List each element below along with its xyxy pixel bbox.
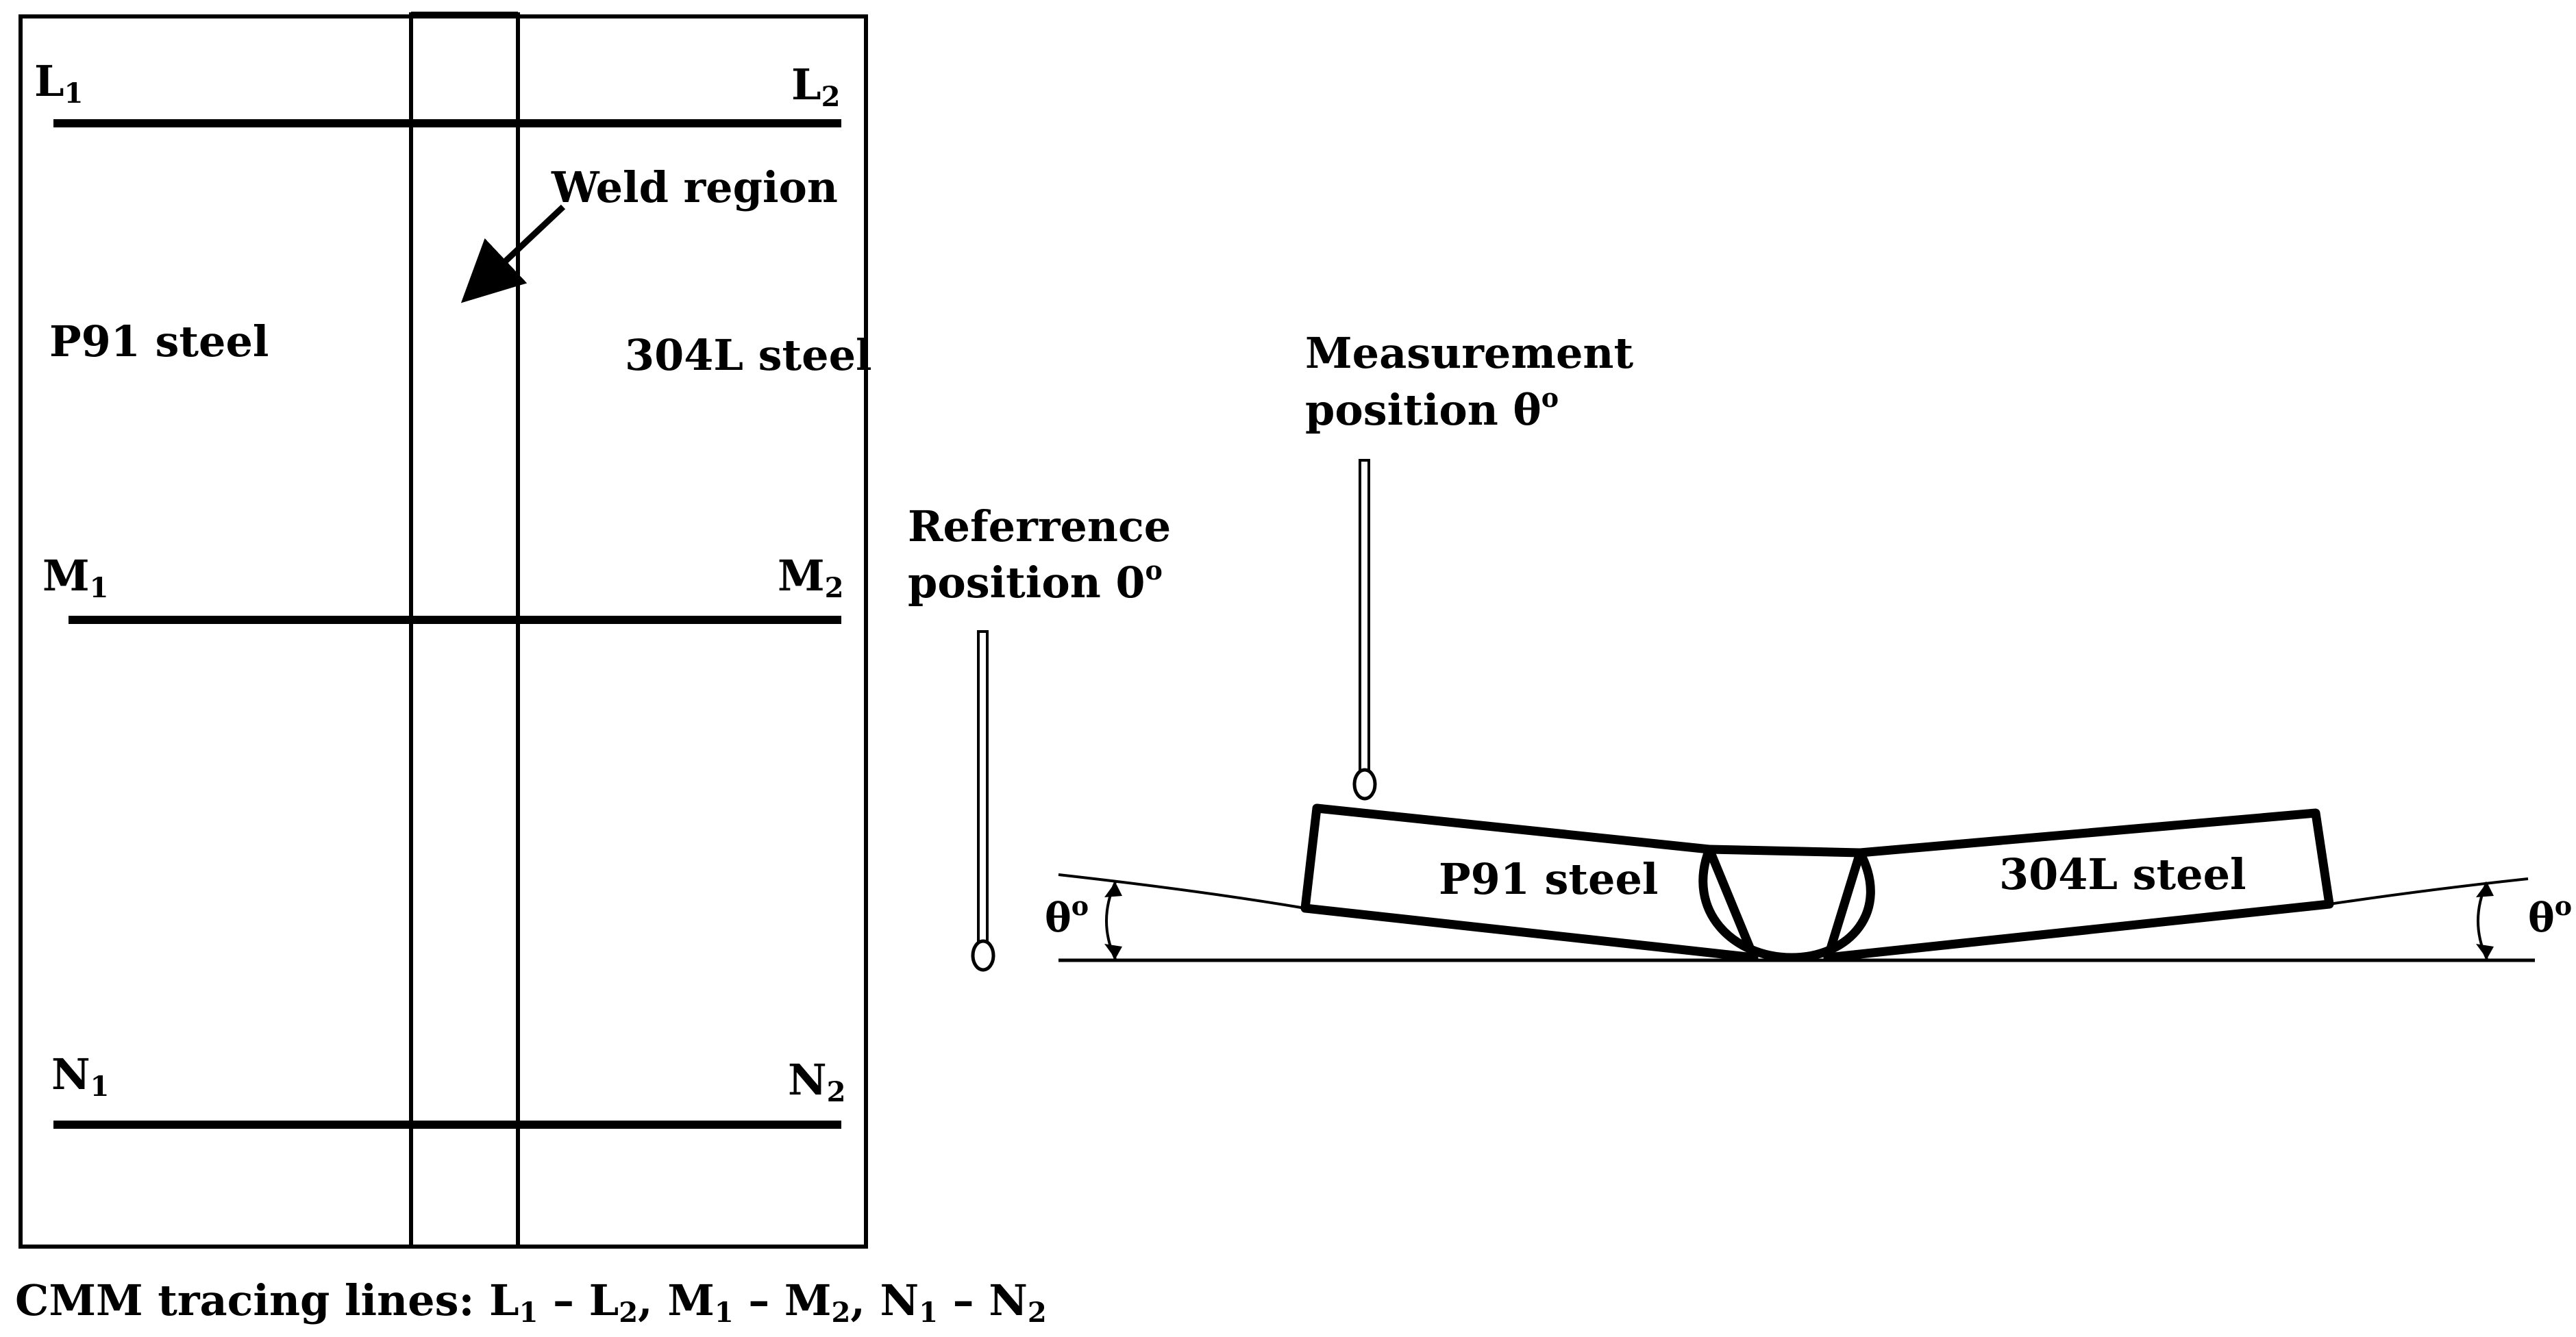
plate-outline	[18, 14, 868, 1249]
measurement-label-line1: Measurement	[1305, 328, 1633, 378]
reference-probe-tip	[971, 939, 995, 972]
right-slope-line	[2329, 877, 2529, 905]
side-view: P91 steel 304L steel θo θo Referrence po…	[908, 328, 2572, 972]
p91-plate	[1300, 803, 1759, 962]
label-m2: M2	[778, 551, 843, 604]
right-angle-arrow-top	[2476, 882, 2494, 897]
label-l2: L2	[791, 60, 840, 113]
left-angle-arrow-bottom	[1104, 944, 1122, 959]
left-angle-arrow-top	[1104, 882, 1122, 897]
reference-label-line2: position 0o	[908, 555, 1163, 608]
cmm-caption: CMM tracing lines: L1 – L2, M1 – M2, N1 …	[15, 1275, 1047, 1329]
reference-probe-stem	[977, 630, 989, 948]
plan-right-material: 304L steel	[625, 330, 872, 380]
weld-bead	[1698, 845, 1875, 962]
measurement-probe-stem	[1359, 459, 1370, 773]
angle-left-label: θo	[1045, 890, 1089, 941]
weld-region-arrow	[460, 204, 566, 303]
304l-plate	[1823, 808, 2334, 962]
right-angle-arrow-bottom	[2476, 944, 2494, 959]
measurement-probe-tip	[1352, 768, 1377, 801]
label-m1: M1	[42, 551, 108, 604]
left-slope-line	[1058, 873, 1306, 910]
label-n1: N1	[51, 1049, 110, 1103]
angle-right-label: θo	[2528, 890, 2572, 941]
label-l1: L1	[34, 56, 83, 110]
plan-view: L1 L2 M1 M2 N1 N2 Weld region P91 steel …	[18, 12, 872, 1249]
reference-label-line1: Referrence	[908, 501, 1171, 551]
side-right-material: 304L steel	[1999, 849, 2246, 899]
side-left-material: P91 steel	[1439, 854, 1658, 904]
label-n2: N2	[788, 1055, 846, 1108]
measurement-label-line2: position θo	[1305, 382, 1559, 435]
weld-region-label: Weld region	[551, 162, 838, 212]
plan-left-material: P91 steel	[49, 316, 269, 366]
